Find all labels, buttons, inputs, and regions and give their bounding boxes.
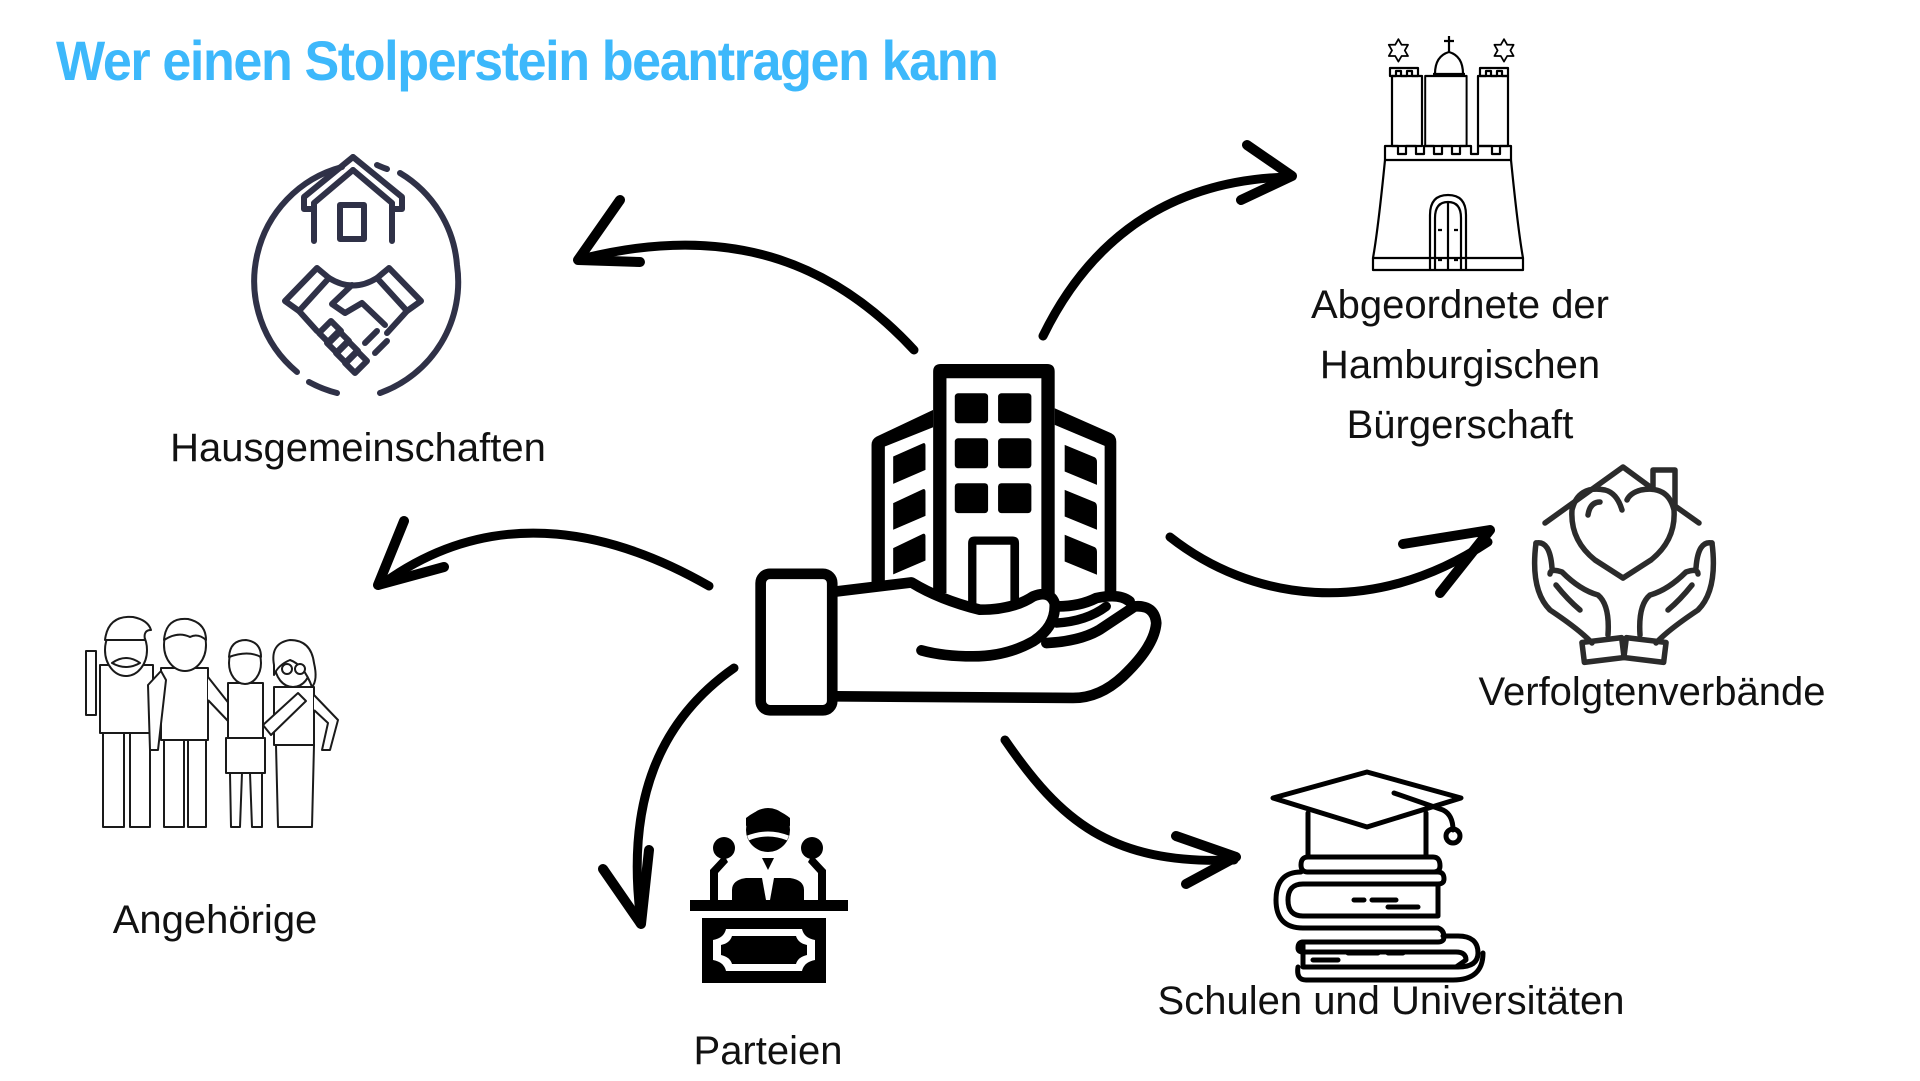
label-abgeordnete-line-3: Bürgerschaft [1346,403,1574,447]
arrow-to-verfolgtenverbaende [1165,525,1495,598]
label-abgeordnete: Abgeordnete der Hamburgischen Bürgerscha… [1311,275,1609,455]
arrow-to-schulen [1000,735,1241,889]
hands-heart-house-icon [1531,464,1717,666]
label-parteien: Parteien [693,1029,843,1073]
page-title: Wer einen Stolperstein beantragen kann [56,29,999,92]
arrow-to-parteien [598,663,739,929]
label-verfolgtenverbaende: Verfolgtenverbände [1478,670,1826,714]
label-angehoerige: Angehörige [112,898,318,942]
arrow-to-angehoerige [373,516,714,591]
speaker-podium-icon [690,808,848,983]
arrow-to-hausgemeinschaften [573,195,919,355]
arrow-to-abgeordnete [1038,140,1297,341]
family-group-icon [85,615,339,828]
hand-holding-building-icon [755,363,1162,716]
graduation-books-icon [1270,769,1486,983]
house-handshake-icon [251,154,462,396]
label-schulen: Schulen und Universitäten [1157,979,1625,1023]
hamburg-castle-icon [1371,36,1525,272]
label-abgeordnete-line-2: Hamburgischen [1319,343,1601,387]
label-hausgemeinschaften: Hausgemeinschaften [170,426,546,470]
label-abgeordnete-line-1: Abgeordnete der [1310,283,1610,327]
